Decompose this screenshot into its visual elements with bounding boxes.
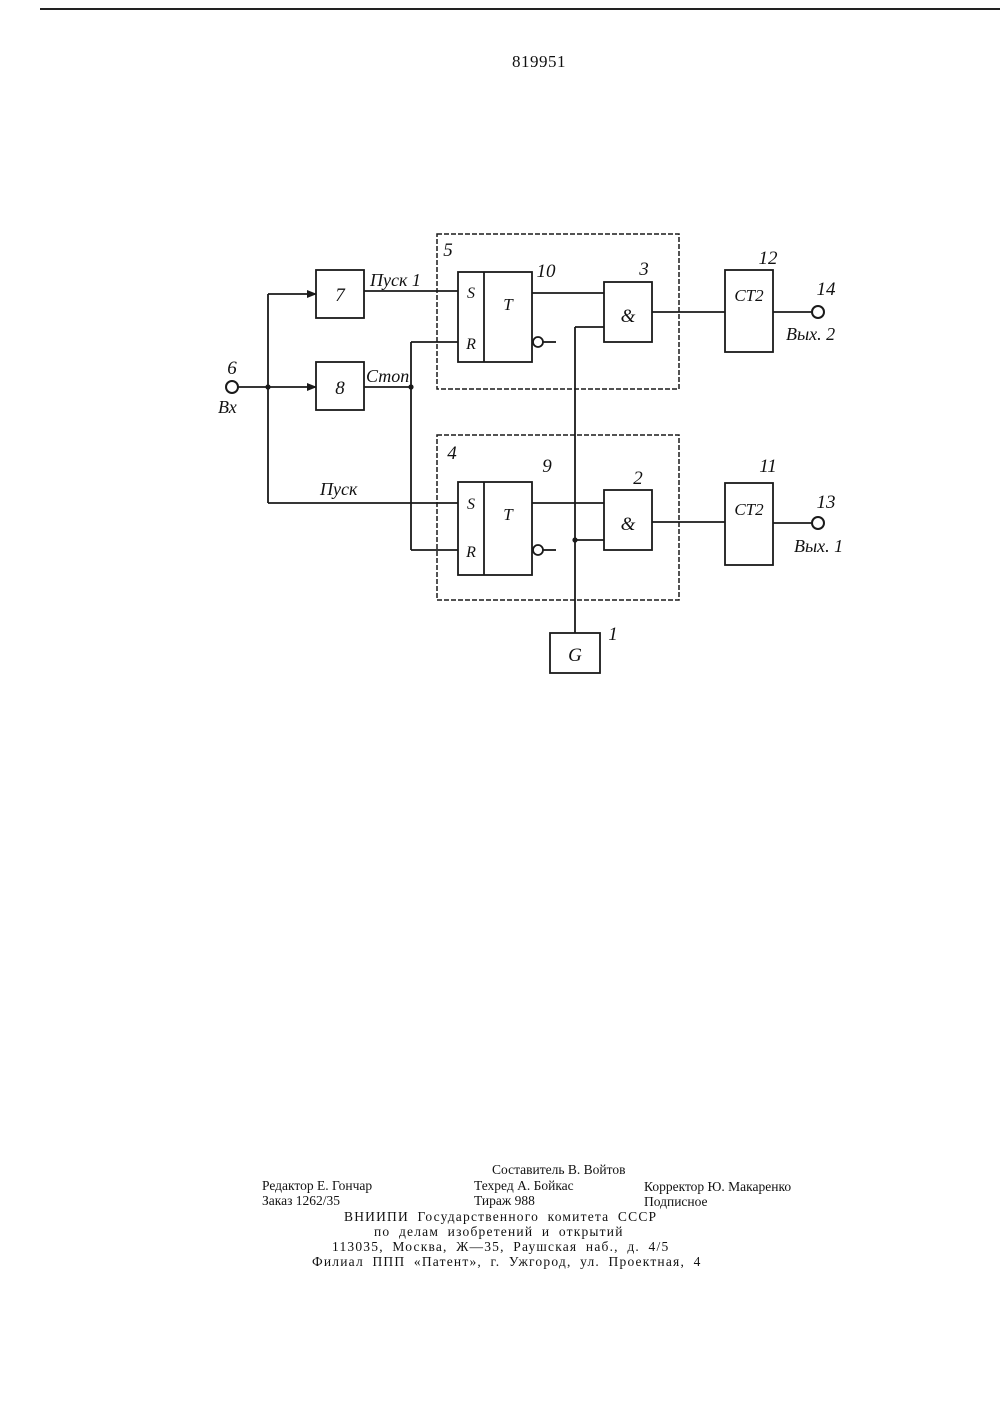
footer-order: Заказ 1262/35 <box>262 1193 340 1209</box>
ref-10: 10 <box>537 261 557 282</box>
signal-pusk: Пуск <box>319 479 358 499</box>
footer-corrector: Корректор Ю. Макаренко <box>644 1179 791 1195</box>
signal-pusk1: Пуск 1 <box>369 270 421 290</box>
ref-1: 1 <box>608 624 618 645</box>
footer-compiler: Составитель В. Войтов <box>492 1162 625 1178</box>
footer-editor: Редактор Е. Гончар <box>262 1178 372 1194</box>
ref-2: 2 <box>633 468 643 489</box>
block-7-label: 7 <box>335 285 346 306</box>
group-4-number: 4 <box>447 443 457 464</box>
ref-6: 6 <box>227 358 237 379</box>
output-terminal-13 <box>812 517 824 529</box>
counter-11-label: CT2 <box>734 500 764 519</box>
counter-11 <box>725 483 773 565</box>
footer-subscription: Подписное <box>644 1194 708 1210</box>
signal-out2: Вых. 2 <box>786 324 835 344</box>
ref-14: 14 <box>817 279 837 300</box>
signal-out1: Вых. 1 <box>794 536 843 556</box>
ref-3: 3 <box>638 259 649 280</box>
trigger-10-s-label: S <box>467 285 475 302</box>
block-8-label: 8 <box>335 378 345 399</box>
footer-circulation: Тираж 988 <box>474 1193 535 1209</box>
group-box-5 <box>437 234 679 389</box>
footer-org-line1: ВНИИПИ Государственного комитета СССР <box>344 1209 657 1225</box>
trigger-10-r-label: R <box>465 336 476 353</box>
inverted-output-10 <box>533 337 543 347</box>
and-gate-3-label: & <box>621 306 636 327</box>
inverted-output-9 <box>533 545 543 555</box>
footer-techred: Техред А. Бойкас <box>474 1178 574 1194</box>
trigger-9-s-label: S <box>467 496 475 513</box>
output-terminal-14 <box>812 306 824 318</box>
footer-branch: Филиал ППП «Патент», г. Ужгород, ул. Про… <box>312 1254 702 1270</box>
counter-12 <box>725 270 773 352</box>
ref-9: 9 <box>542 456 552 477</box>
group-5-number: 5 <box>443 240 453 261</box>
signal-stop: Стоп <box>366 366 409 386</box>
signal-vx: Вх <box>218 397 237 417</box>
trigger-10-label: T <box>503 295 514 314</box>
and-gate-2-label: & <box>621 514 636 535</box>
trigger-9-r-label: R <box>465 544 476 561</box>
counter-12-label: CT2 <box>734 286 764 305</box>
footer-org-line2: по делам изобретений и открытий <box>374 1224 624 1240</box>
ref-11: 11 <box>759 456 777 477</box>
trigger-9-label: T <box>503 505 514 524</box>
ref-13: 13 <box>817 492 836 513</box>
footer-address: 113035, Москва, Ж—35, Раушская наб., д. … <box>332 1239 669 1255</box>
generator-label: G <box>568 645 582 666</box>
circuit-diagram: 7 8 G & & CT2 CT2 T T S R S R 5 4 10 3 1… <box>0 0 1000 720</box>
input-terminal-6 <box>226 381 238 393</box>
ref-12: 12 <box>759 248 779 269</box>
